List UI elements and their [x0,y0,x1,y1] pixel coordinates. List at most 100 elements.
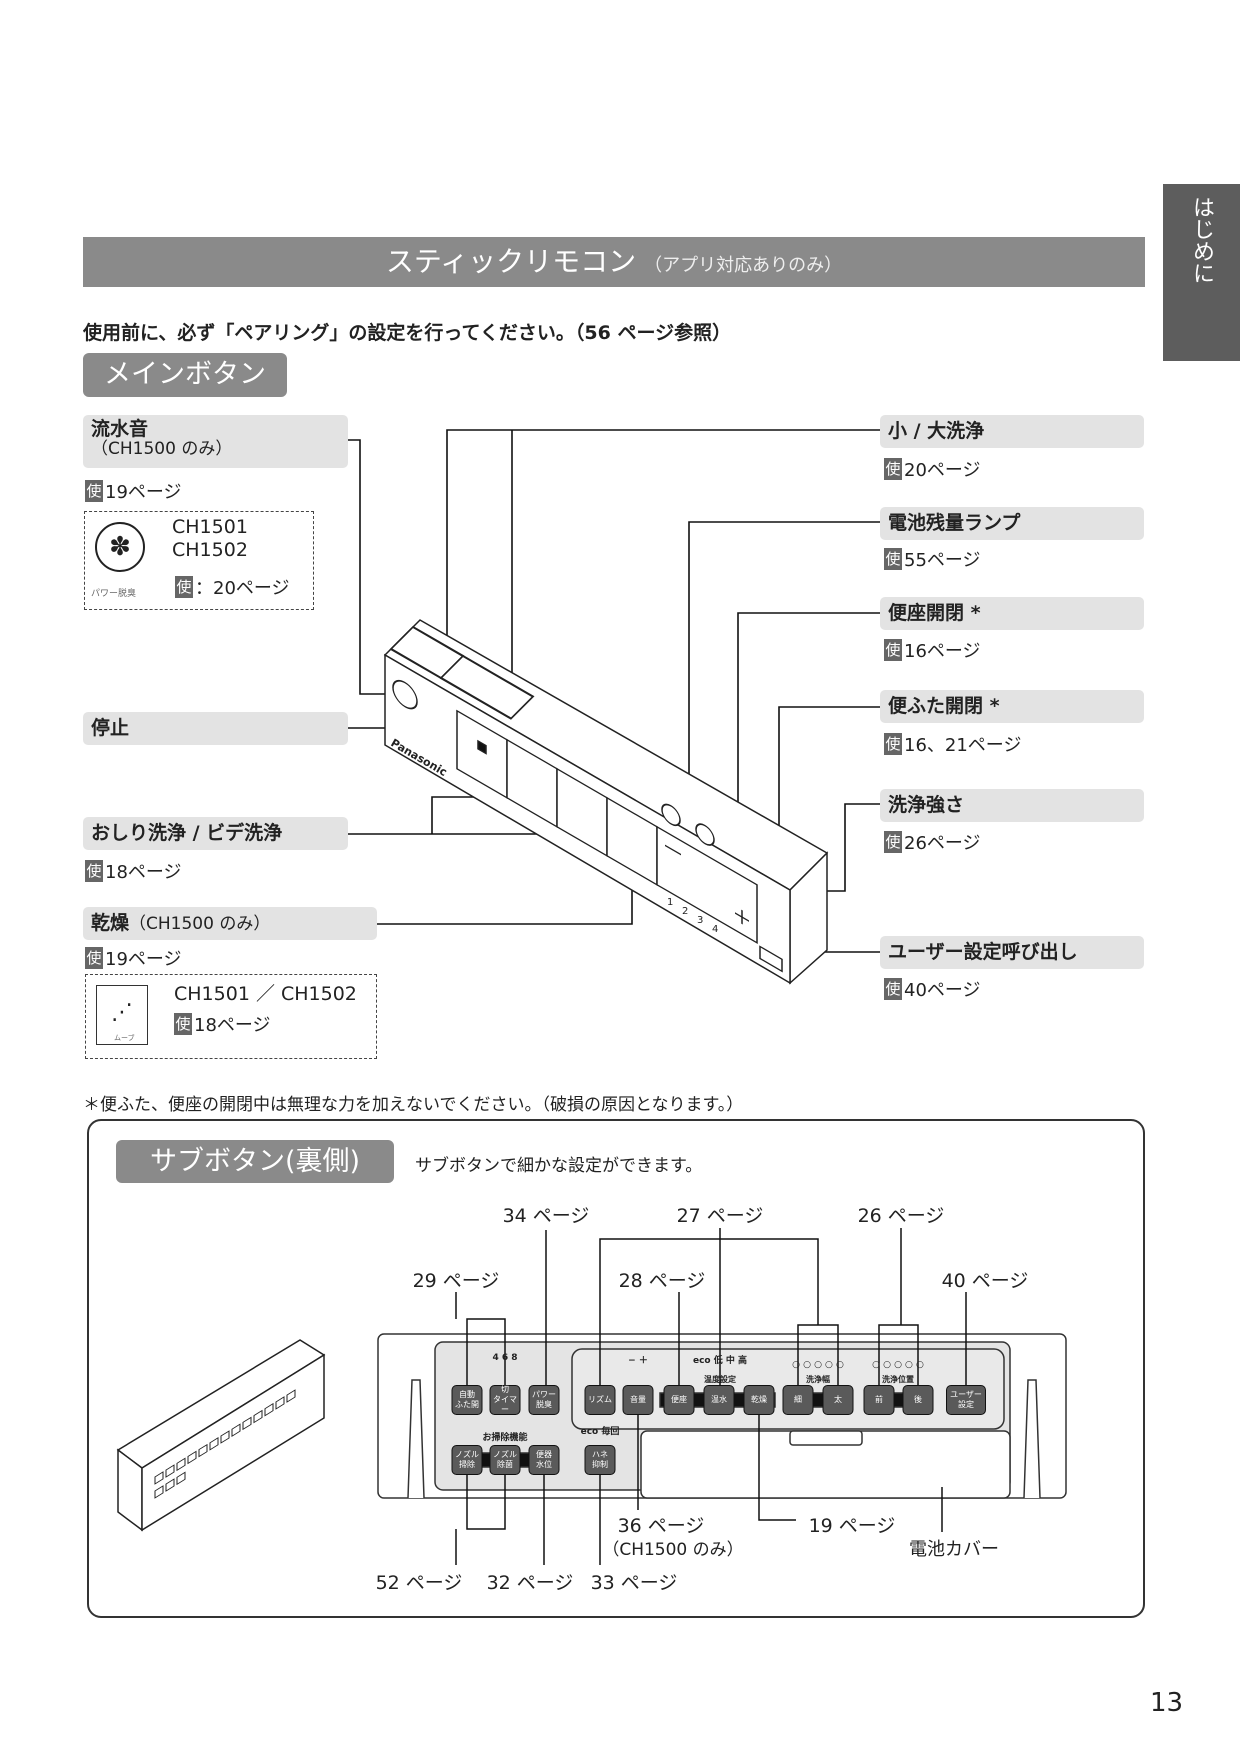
width-label: 洗浄幅 [806,1375,830,1384]
model: CH1501 [172,516,248,538]
use-icon: 使 [85,860,103,882]
sub-button[interactable]: ノズル 除菌 [489,1445,521,1475]
sub-buttons-desc: サブボタンで細かな設定ができます。 [415,1156,703,1176]
label-flush: 小 / 大洗浄 [880,415,1144,448]
move-icon: ⋰ [96,985,148,1045]
page-number: 13 [1150,1688,1184,1718]
label-strength: 洗浄強さ [880,789,1144,822]
sub-button[interactable]: 自動 ふた開 [451,1385,483,1415]
icon-caption: ムーブ [114,1034,135,1042]
battery-cover-label: 電池カバー [909,1539,999,1560]
sub-button[interactable]: 便座 [663,1385,695,1415]
page-ref: 34 ページ [502,1205,590,1227]
position-dots: ○ ○ ○ ○ ○ [872,1360,924,1370]
stick-remote: Panasonic [383,619,829,985]
use-icon: 使 [884,458,902,480]
level-label: 2 [682,906,689,917]
label-lid-open: 便ふた開閉 * [880,690,1144,723]
sub-button[interactable]: 音量 [622,1385,654,1415]
page-ref: 19 ページ [808,1515,896,1537]
sub-button[interactable]: 便器 水位 [528,1445,560,1475]
level-label: 3 [697,915,704,926]
sub-button[interactable]: ユーザー 設定 [946,1385,986,1415]
model: CH1502 [172,539,248,561]
use-icon: 使 [175,576,193,598]
page-ref: 27 ページ [676,1205,764,1227]
temp-indicator: eco 低 中 高 [692,1356,748,1366]
sub-button[interactable]: 後 [902,1385,934,1415]
sub-button[interactable]: 前 [863,1385,895,1415]
sub-button[interactable]: パワー 脱臭 [528,1385,560,1415]
page-ref-note: （CH1500 のみ） [602,1540,744,1560]
ref-text: 19ページ [105,949,182,970]
icon-caption: パワー脱臭 [91,589,137,599]
timer-indicator: 4 6 8 [492,1353,518,1363]
ref-text: ：20ページ [195,578,290,599]
sub-button[interactable]: 切 タイマー [489,1385,521,1415]
label-text: 乾燥 [91,912,130,934]
mini-remote-back [116,1339,326,1532]
sub-buttons-title: サブボタン(裏側) [116,1140,394,1183]
use-icon: 使 [884,831,902,853]
top-flush-buttons [389,625,535,720]
ref-text: 20ページ [904,460,981,481]
models: CH1501 ／ CH1502 [174,983,357,1005]
cleaning-label: お掃除機能 [482,1433,528,1443]
label-note: （CH1500 のみ） [91,439,233,459]
use-icon: 使 [884,548,902,570]
sub-button[interactable]: 乾燥 [743,1385,775,1415]
chapter-tab: はじめに [1163,184,1240,361]
page-ref: 32 ページ [486,1572,574,1594]
ref-text: 18ページ [105,862,182,883]
ref-text: 55ページ [904,550,981,571]
position-label: 洗浄位置 [882,1375,914,1384]
use-icon: 使 [85,480,103,502]
page-ref: 26 ページ [857,1205,945,1227]
use-icon: 使 [884,978,902,1000]
label-note: （CH1500 のみ） [129,914,271,934]
use-icon: 使 [85,947,103,969]
page-ref: 29 ページ [412,1270,500,1292]
splash-indicator: eco 毎回 [580,1427,620,1437]
use-icon: 使 [174,1013,192,1035]
caution-note: ＊便ふた、便座の開閉中は無理な力を加えないでください。（破損の原因となります。） [83,1095,744,1115]
lid-open-button [695,823,715,846]
label-seat-open: 便座開閉 * [880,597,1144,630]
main-buttons-title: メインボタン [83,353,287,397]
temp-label: 温度設定 [704,1375,736,1384]
sub-button[interactable]: ハネ 抑制 [584,1445,616,1475]
page-title: スティックリモコン [385,245,637,278]
strength-panel [656,825,758,944]
pairing-instruction: 使用前に、必ず「ペアリング」の設定を行ってください。（56 ページ参照） [83,322,732,344]
page-subtitle: （アプリ対応ありのみ） [644,255,843,276]
page-ref: 36 ページ [617,1515,705,1537]
ref-text: 19ページ [105,482,182,503]
volume-indicator: − ＋ [628,1356,648,1366]
label-dry: 乾燥（CH1500 のみ） [83,907,377,940]
sub-button[interactable]: 温水 [703,1385,735,1415]
page-ref: 40 ページ [941,1270,1029,1292]
page-ref: 33 ページ [590,1572,678,1594]
fan-icon: ✽ [95,522,145,572]
label-user-setting: ユーザー設定呼び出し [880,936,1144,969]
use-icon: 使 [884,733,902,755]
sub-button[interactable]: リズム [584,1385,616,1415]
sub-button[interactable]: ノズル 掃除 [451,1445,483,1475]
sub-button[interactable]: 太 [822,1385,854,1415]
sub-button[interactable]: 細 [782,1385,814,1415]
sub-buttons-box [87,1119,1145,1618]
water-sound-button [392,679,418,710]
label-text: 流水音 [91,418,149,440]
